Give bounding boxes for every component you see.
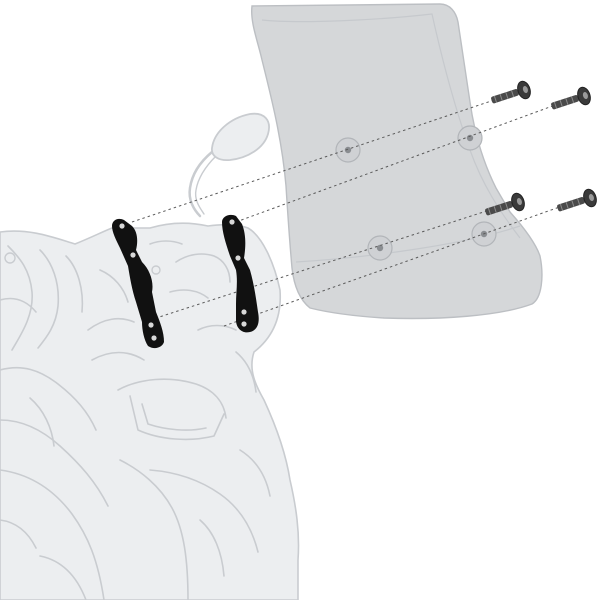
windscreen [250,3,543,320]
bracket-hole [241,321,247,327]
bracket-hole [119,223,125,229]
bracket-hole [229,219,235,225]
screw-thread-line [505,202,509,210]
guide-line [149,205,503,321]
guide-line [235,103,559,223]
body-bolt-icon [4,252,16,264]
screw-thread-line [565,98,569,106]
screw-thread-line [487,207,492,215]
motorcycle-front [0,222,300,600]
screw-thread-line [571,96,575,104]
screw-thread-line [511,90,515,98]
windscreen-contour [261,13,521,239]
mirror-stem [188,150,214,218]
screw-thread-line [565,201,569,209]
left-bracket-plate [112,218,164,349]
screw-head-socket [588,194,594,202]
screw-thread-line [505,92,509,100]
screw [485,192,525,216]
bracket-hole [151,335,157,341]
bracket-hole [241,309,247,315]
screw-thread-line [577,198,581,206]
screw-thread-line [553,101,558,109]
guide-line [223,203,569,327]
motorcycle-detail-lines [0,240,271,600]
screw [491,80,531,104]
bracket-hole [148,322,154,328]
screw-thread-line [499,93,503,101]
bracket-hole [130,252,136,258]
screw-head-socket [582,92,588,100]
right-bracket-plate [222,214,259,333]
screw-thread-line [571,200,575,208]
screw [557,188,597,212]
windscreen-panel [250,3,543,320]
body-bolt-icon [151,265,161,275]
screw-head-socket [522,86,528,94]
right-bracket [222,214,259,333]
motorcycle-body [0,222,300,600]
assembly-guide-lines [131,95,569,327]
grommet-hole [344,146,352,154]
screw-head-socket [516,198,522,206]
screw-thread-line [493,205,497,213]
screw-thread-line [559,203,564,211]
bracket-hole [235,255,241,261]
mirror-head [211,112,270,161]
left-bracket [112,218,164,349]
screw-thread-line [493,95,498,103]
screw-thread-line [499,204,503,212]
mirror [188,112,270,218]
grommet-hole [376,244,384,252]
mirror-stem-inner [194,155,217,215]
screw-thread-line [559,99,563,107]
screw [551,86,591,110]
